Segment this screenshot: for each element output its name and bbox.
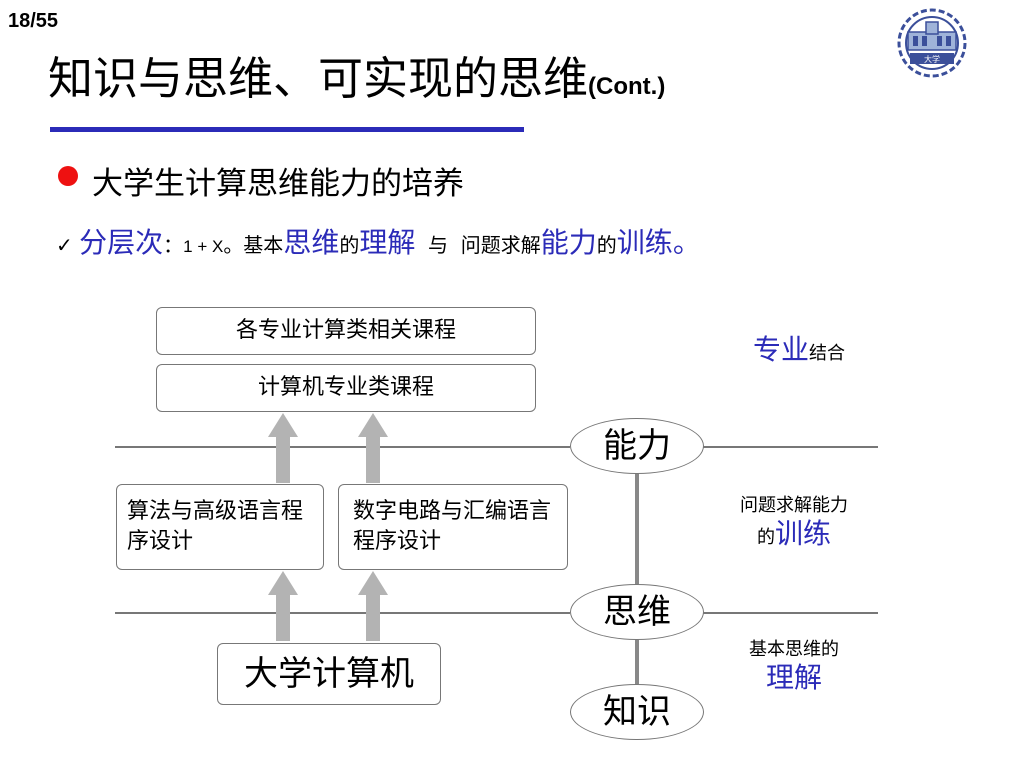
box-college-computer: 大学计算机	[217, 643, 441, 705]
box-major-computing-courses: 各专业计算类相关课程	[156, 307, 536, 355]
text-de: 的	[339, 233, 360, 257]
label-major-combination: 专业结合	[724, 336, 874, 368]
label-basic-thinking-understanding: 基本思维的 理解	[714, 636, 874, 692]
layering-term: 分层次	[79, 226, 164, 259]
level-line-thinking-left	[115, 612, 570, 614]
arrow-up-icon	[358, 571, 388, 641]
checkmark-icon: ✓	[56, 233, 73, 257]
bullet-heading: 大学生计算思维能力的培养	[92, 166, 464, 202]
period: 。	[672, 226, 701, 259]
page-title: 知识与思维、可实现的思维(Cont.)	[48, 56, 665, 101]
oval-thinking: 思维	[570, 584, 704, 640]
level-line-thinking-right	[702, 612, 878, 614]
label-train-line1: 问题求解能力	[740, 495, 848, 516]
title-underline	[50, 127, 524, 132]
term-understanding: 理解	[359, 226, 416, 259]
oval-knowledge: 知识	[570, 684, 704, 740]
term-training: 训练	[616, 226, 673, 259]
arrow-up-icon	[268, 571, 298, 641]
term-thinking: 思维	[283, 226, 340, 259]
box-digital-circuits-assembly: 数字电路与汇编语言程序设计	[338, 484, 568, 570]
level-line-ability-right	[702, 446, 878, 448]
arrow-up-icon	[358, 413, 388, 483]
box-algorithms-programming: 算法与高级语言程序设计	[116, 484, 324, 570]
title-main: 知识与思维、可实现的思维	[48, 52, 589, 105]
level-line-ability-left	[115, 446, 570, 448]
connector-thinking-knowledge	[635, 640, 639, 684]
sub-point: ✓ 分层次：1 + X。基本思维的理解 与 问题求解能力的训练。	[56, 224, 701, 266]
svg-text:大学: 大学	[924, 54, 940, 64]
label-understand-blue: 理解	[765, 661, 822, 694]
text-de-2: 的	[596, 233, 617, 257]
box-cs-major-courses: 计算机专业类课程	[156, 364, 536, 412]
label-train-prefix: 的	[756, 527, 775, 548]
label-understand-line1: 基本思维的	[749, 639, 839, 660]
label-train-blue: 训练	[774, 517, 831, 550]
label-major-blue: 专业	[752, 333, 809, 366]
text-problem-solving: 与 问题求解	[415, 233, 541, 257]
oval-ability: 能力	[570, 418, 704, 474]
one-plus-x: 1 + X	[183, 237, 224, 256]
bullet-dot-icon	[58, 166, 78, 186]
connector-ability-thinking	[635, 474, 639, 584]
colon: ：	[163, 233, 184, 257]
label-problem-solving-training: 问题求解能力 的训练	[714, 492, 874, 552]
arrow-up-icon	[268, 413, 298, 483]
page-number: 18/55	[8, 10, 59, 32]
title-suffix: (Cont.)	[588, 73, 666, 100]
text-basic: 。基本	[223, 233, 284, 257]
label-major-rest: 结合	[809, 343, 845, 364]
term-ability: 能力	[540, 226, 597, 259]
university-seal-logo: 大学	[886, 6, 978, 80]
